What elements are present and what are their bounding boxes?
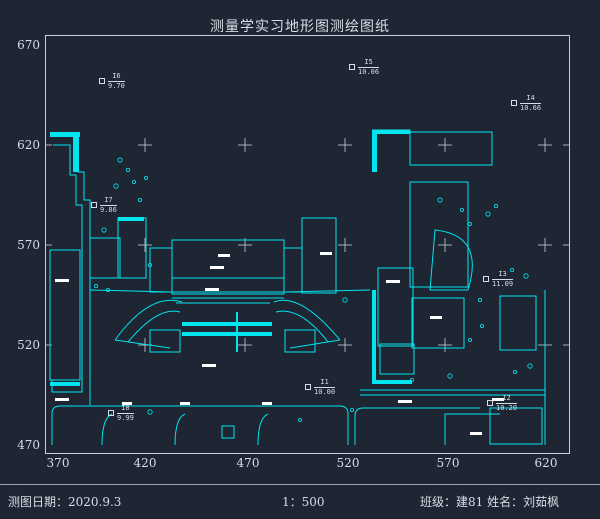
- survey-date: 测图日期：2020.9.3: [8, 495, 122, 509]
- control-point-name: I7: [100, 196, 117, 206]
- tree-symbol: [459, 207, 464, 212]
- tree-symbol: [143, 175, 148, 180]
- control-point-name: I5: [358, 58, 380, 68]
- control-point-elevation: 10.00: [314, 388, 336, 396]
- vegetation-symbols: [94, 157, 533, 422]
- y-tick-label: 570: [17, 238, 40, 252]
- map-title: 测量学实习地形图测绘图纸: [210, 19, 390, 35]
- x-tick-label: 520: [336, 456, 360, 470]
- tree-symbol: [493, 203, 498, 208]
- tree-symbol: [94, 283, 99, 288]
- tree-symbol: [447, 373, 453, 379]
- y-tick-label: 620: [17, 138, 40, 152]
- gate-symbol: [221, 425, 235, 439]
- class-and-name: 班级：建81 姓名：刘茹枫: [420, 495, 560, 509]
- x-tick-label: 570: [436, 456, 460, 470]
- central-building: [89, 217, 371, 353]
- right-building: [360, 129, 546, 445]
- control-point-elevation: 9.86: [100, 206, 117, 214]
- building-labels: [55, 252, 504, 435]
- control-point-name: I3: [492, 270, 514, 280]
- central-steps: [182, 312, 272, 352]
- tree-symbol: [409, 377, 414, 382]
- y-tick-label: 470: [17, 438, 40, 452]
- map-scale: 1：500: [282, 495, 325, 509]
- map-frame: [45, 35, 570, 454]
- control-point-elevation: 10.06: [358, 68, 380, 76]
- tree-symbol: [509, 267, 514, 272]
- tree-symbol: [113, 183, 119, 189]
- tree-symbol: [349, 407, 354, 412]
- tree-symbol: [106, 287, 111, 292]
- control-point-elevation: 9.99: [117, 414, 134, 422]
- x-tick-label: 620: [534, 456, 558, 470]
- tree-symbol: [527, 363, 533, 369]
- tree-symbol: [147, 409, 153, 415]
- tree-symbol: [342, 297, 348, 303]
- control-point-elevation: 11.09: [492, 280, 514, 288]
- control-point-name: I6: [108, 72, 125, 82]
- control-point-elevation: 9.70: [108, 82, 125, 90]
- x-tick-label: 470: [236, 456, 260, 470]
- x-tick-label: 370: [46, 456, 70, 470]
- y-tick-label: 670: [17, 38, 40, 52]
- tree-symbol: [126, 167, 131, 172]
- tree-symbol: [147, 262, 152, 267]
- x-tick-label: 420: [133, 456, 157, 470]
- control-point-elevation: 10.20: [496, 404, 518, 412]
- control-point-name: I8: [117, 404, 134, 414]
- tree-symbol: [437, 197, 443, 203]
- grid-crosses: [46, 138, 569, 352]
- control-point-name: I4: [520, 94, 542, 104]
- tree-symbol: [479, 323, 484, 328]
- bottom-curbs: [51, 405, 500, 446]
- tree-symbol: [297, 417, 302, 422]
- y-tick-label: 520: [17, 338, 40, 352]
- tree-symbol: [467, 221, 472, 226]
- left-building-walls: [50, 132, 144, 386]
- tree-symbol: [513, 369, 518, 374]
- control-point-name: I2: [496, 394, 518, 404]
- tree-symbol: [523, 273, 529, 279]
- tree-symbol: [117, 157, 123, 163]
- right-building-walls: [372, 130, 412, 384]
- control-point-elevation: 10.66: [520, 104, 542, 112]
- tree-symbol: [137, 197, 142, 202]
- tree-symbol: [467, 337, 472, 342]
- tree-symbol: [101, 227, 107, 233]
- control-point-name: I1: [314, 378, 336, 388]
- tree-symbol: [485, 211, 491, 217]
- left-building: [49, 134, 147, 405]
- tree-symbol: [477, 297, 482, 302]
- tree-symbol: [131, 179, 136, 184]
